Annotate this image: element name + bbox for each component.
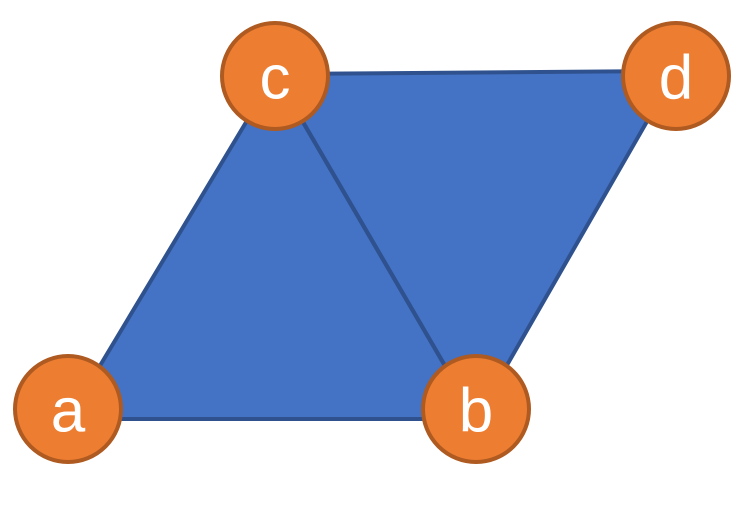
node-d-circle bbox=[621, 21, 731, 131]
node-b: b bbox=[421, 354, 531, 464]
node-a-circle bbox=[13, 354, 123, 464]
node-c-label: c bbox=[260, 44, 291, 113]
node-a-label: a bbox=[51, 377, 86, 446]
node-b-circle bbox=[421, 354, 531, 464]
node-d-label: d bbox=[659, 44, 693, 113]
node-c-circle bbox=[220, 21, 330, 131]
node-a: a bbox=[13, 354, 123, 464]
node-c: c bbox=[220, 21, 330, 131]
node-d: d bbox=[621, 21, 731, 131]
edge-c-b bbox=[273, 72, 478, 421]
node-b-label: b bbox=[459, 377, 493, 446]
